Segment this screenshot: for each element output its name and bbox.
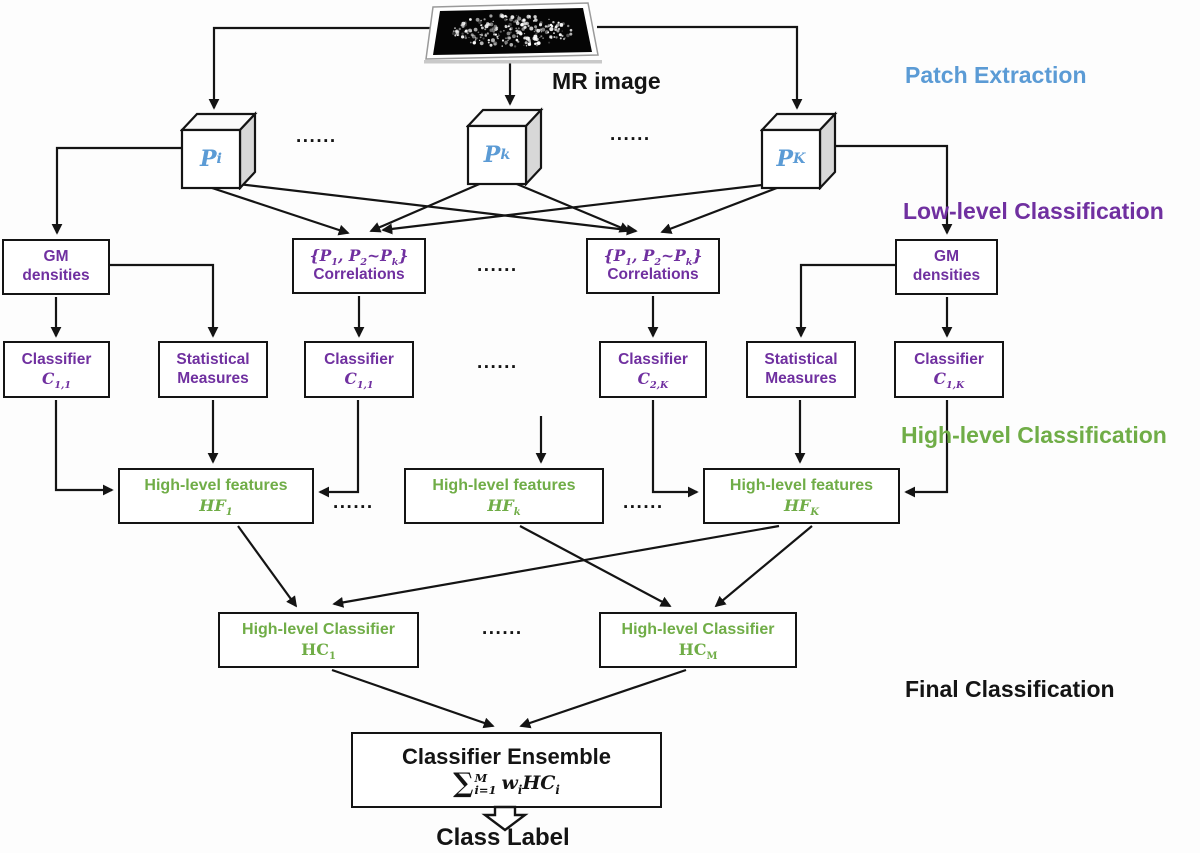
ellipsis-cubes-right: ...... — [610, 124, 651, 145]
box-classifier-c2K: Classifier C2,K — [599, 341, 707, 398]
sum-symbol: ∑ — [453, 767, 474, 799]
ellipsis-cubes-left: ...... — [296, 126, 337, 147]
stage-label-low-level: Low-level Classification — [903, 198, 1164, 224]
box-classifier-c1K: Classifier C1,K — [894, 341, 1004, 398]
stage-label-high-level: High-level Classification — [901, 422, 1167, 448]
class-label: Class Label — [436, 824, 570, 851]
mr-image-label: MR image — [552, 68, 661, 94]
ellipsis-correlations: ...... — [477, 255, 518, 276]
ellipsis-classifiers: ...... — [477, 352, 518, 373]
box-classifier-c11-left: Classifier C1,1 — [3, 341, 110, 398]
box-hf1: High-level features HF1 — [118, 468, 314, 524]
box-hfK: High-level features HFK — [703, 468, 900, 524]
box-hc1: High-level Classifier HC1 — [218, 612, 419, 668]
ensemble-formula: ∑ M i=1 wiHCi — [453, 767, 560, 799]
box-gm-densities-left: GM densities — [2, 239, 110, 295]
block-down-arrow-icon — [480, 805, 530, 833]
mr-image-thumbnail — [424, 2, 602, 66]
stage-label-final: Final Classification — [905, 676, 1115, 702]
ellipsis-features-left: ...... — [333, 492, 374, 513]
box-statistical-measures-right: Statistical Measures — [746, 341, 856, 398]
box-statistical-measures-left: Statistical Measures — [158, 341, 268, 398]
box-hcM: High-level Classifier HCM — [599, 612, 797, 668]
ellipsis-hl-classifiers: ...... — [482, 618, 523, 639]
ellipsis-features-right: ...... — [623, 492, 664, 513]
box-correlations-right: {P1, P2~Pk} Correlations — [586, 238, 720, 294]
stage-label-patch-extraction: Patch Extraction — [905, 62, 1087, 88]
box-classifier-c11-mid: Classifier C1,1 — [304, 341, 414, 398]
ensemble-title: Classifier Ensemble — [401, 743, 612, 769]
box-correlations-left: {P1, P2~Pk} Correlations — [292, 238, 426, 294]
box-classifier-ensemble: Classifier Ensemble ∑ M i=1 wiHCi — [351, 732, 662, 808]
box-gm-densities-right: GM densities — [895, 239, 998, 295]
box-hfk: High-level features HFk — [404, 468, 604, 524]
